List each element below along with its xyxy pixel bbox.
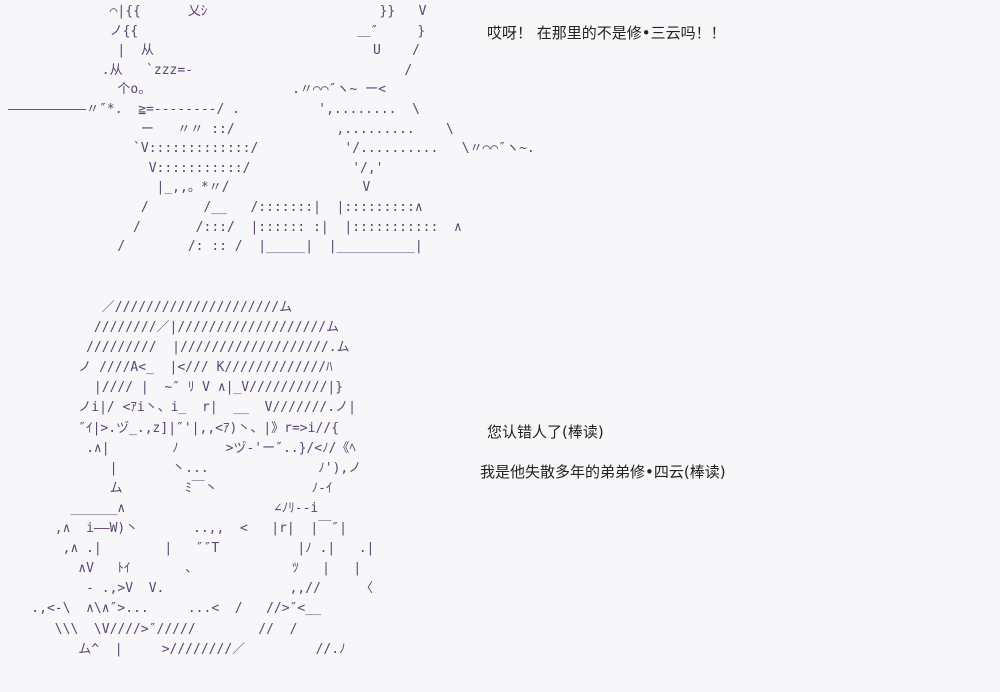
ascii-art-panel-2: ／/////////////////////ム ////////／|//////…	[0, 298, 374, 660]
ascii-art-line: .∧| ﾉ >ヅ-'ー″..}/<ﾉ/《ﾍ	[0, 440, 356, 456]
ascii-art-line: .从 `zzz=- /	[0, 62, 413, 78]
ascii-art-line: / /: :: / |_____| |__________|	[0, 239, 423, 255]
ascii-art-line: ∧V ﾄｲ 、 ﾂ | |	[0, 561, 362, 577]
ascii-art-line: ー 〃〃 ::/ ,......... \	[0, 121, 454, 137]
ascii-art-line: .,<-\ ∧\∧″>... ...< / //>″<__	[0, 601, 321, 617]
ascii-art-line: ム^ | >////////／ //.ﾉ	[0, 641, 346, 657]
ascii-art-line: 个o。 .〃⌒⌒″ヽ~ ー<	[0, 82, 386, 98]
ascii-art-line: ,∧ .| | ″″T |ﾉ .| .|	[0, 541, 375, 557]
speech-text-panel-2-line-2: 我是他失散多年的弟弟修•四云(棒读)	[480, 463, 726, 481]
ascii-art-line: ／/////////////////////ム	[0, 300, 293, 315]
ascii-art-line: ――――――――――〃″*. ≧=--------/ . ',........ …	[0, 101, 420, 117]
ascii-art-line: ノi|/ <ｱi丶、i_ r| __ V///////.ノ|	[0, 400, 356, 416]
ascii-art-line: ______∧ ∠ﾉﾘ--i	[0, 500, 319, 516]
ascii-art-line: \\\ \V////>″///// // /	[0, 621, 298, 637]
speech-text-panel-1: 哎呀！ 在那里的不是修•三云吗！！	[487, 24, 726, 42]
ascii-art-line: V:::::::::::/ '/,'	[0, 160, 384, 176]
ascii-art-line: ⌒|{{ 乂ｼ }} V	[0, 4, 427, 19]
ascii-art-line: ″ｲ|>.ヅ_.,z]|″'|,,<ｱ)丶、|》r=>i//{	[0, 420, 339, 436]
ascii-art-line: |//// | ~″ ﾘ V ∧|_V//////////|}	[0, 380, 344, 396]
speech-text-panel-2-line-1: 您认错人了(棒读)	[487, 423, 604, 441]
ascii-art-line: ///////// |///////////////////.ム	[0, 340, 350, 356]
ascii-art-line: ノ{{ ＿″ }	[0, 23, 426, 39]
ascii-art-line: ,∧ i――W)丶 ..,, < |r| |￣″|	[0, 521, 347, 537]
ascii-art-line: / /__ /:::::::| |:::::::::∧	[0, 199, 423, 215]
ascii-art-line: | 丶... ﾉ'),ノ	[0, 460, 362, 476]
ascii-art-line: |_,,。*〃/ V	[0, 180, 371, 196]
ascii-art-line: ム ﾐ￣丶 ﾉ-ｲ	[0, 480, 333, 496]
ascii-art-line: | 从 U /	[0, 43, 420, 59]
ascii-art-line: `V:::::::::::::/ '/.......... \〃⌒⌒″ヽ~.	[0, 141, 535, 157]
ascii-art-line: ノ ////A<_ |</// K/////////////ﾊ	[0, 360, 333, 376]
ascii-art-line: / /:::/ |:::::: :| |::::::::::: ∧	[0, 219, 462, 235]
ascii-art-line: - .,>V V. ,,// 〈	[0, 581, 374, 597]
ascii-art-panel-1: ⌒|{{ 乂ｼ }} V ノ{{ ＿″ } | 从 U / .从 `zzz=- …	[0, 2, 535, 257]
ascii-art-line: ////////／|///////////////////ム	[0, 320, 340, 336]
